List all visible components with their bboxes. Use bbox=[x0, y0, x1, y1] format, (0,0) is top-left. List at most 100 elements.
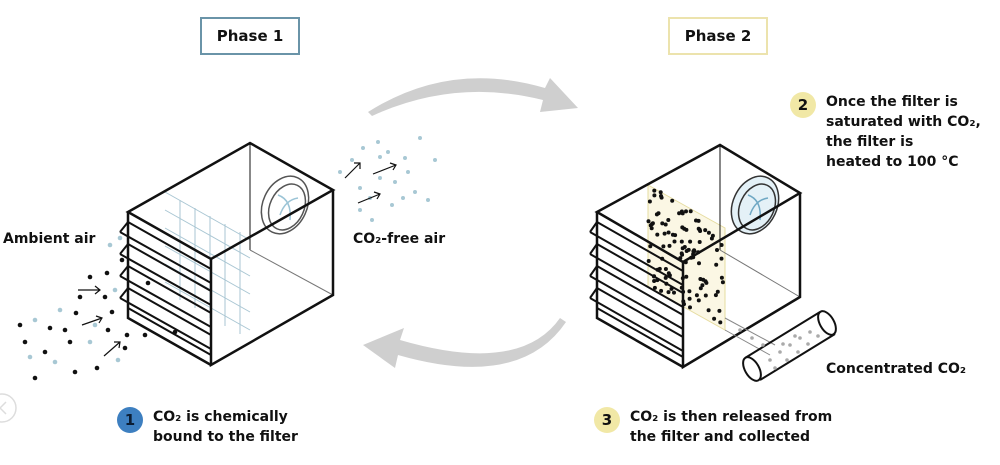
co2-dot bbox=[688, 209, 693, 214]
co2-cylinder bbox=[738, 310, 837, 382]
co2-dot bbox=[700, 283, 705, 288]
collection-pipe bbox=[724, 317, 776, 356]
phase2-title: Phase 2 bbox=[668, 17, 768, 55]
co2-dot bbox=[659, 288, 664, 293]
co2-dot bbox=[679, 239, 684, 244]
ambient-air-label: Ambient air bbox=[3, 231, 96, 247]
filter-unit-phase2 bbox=[589, 143, 837, 382]
co2-dot bbox=[682, 226, 687, 231]
co2-dot bbox=[646, 259, 651, 263]
co2-dot bbox=[679, 251, 684, 256]
co2-dot bbox=[647, 199, 652, 204]
co2-dot bbox=[648, 223, 653, 228]
co2-dot bbox=[717, 308, 722, 313]
outflow-arrows bbox=[344, 162, 397, 204]
co2-dot bbox=[719, 275, 724, 280]
inflow-arrows bbox=[78, 285, 121, 357]
co2-dot bbox=[684, 249, 689, 253]
co2-dot bbox=[648, 244, 653, 249]
co2-dot bbox=[719, 256, 724, 261]
ambient-air-particles bbox=[17, 235, 178, 381]
co2-dot bbox=[666, 271, 671, 276]
co2-dot bbox=[706, 230, 711, 235]
step-text: the filter is bbox=[826, 134, 914, 150]
co2-free-air-particles bbox=[338, 136, 437, 222]
co2-dot bbox=[662, 231, 667, 236]
co2-dot bbox=[703, 293, 708, 298]
co2-dot bbox=[694, 293, 699, 298]
co2-dot bbox=[682, 245, 687, 249]
step-3: 3 CO₂ is then released from the filter an… bbox=[594, 407, 832, 447]
fan-icon bbox=[730, 175, 780, 235]
phase1-title: Phase 1 bbox=[200, 17, 300, 55]
co2-dot bbox=[703, 228, 708, 233]
co2-dot bbox=[714, 262, 719, 267]
co2-dot bbox=[687, 296, 692, 301]
co2-dot bbox=[697, 240, 702, 244]
step-text: saturated with CO₂, bbox=[826, 114, 981, 130]
co2-dot bbox=[718, 320, 723, 325]
co2-dot bbox=[684, 274, 689, 279]
step-1: 1 CO₂ is chemically bound to the filter bbox=[117, 407, 298, 447]
co2-dot bbox=[692, 248, 697, 253]
co2-dot bbox=[672, 239, 677, 244]
co2-dot bbox=[652, 193, 657, 198]
co2-dot bbox=[670, 232, 675, 237]
co2-dot bbox=[652, 279, 657, 283]
filter-grid bbox=[164, 191, 251, 334]
co2-dot bbox=[720, 280, 725, 285]
co2-dot bbox=[655, 232, 660, 237]
co2-dot bbox=[698, 286, 703, 291]
co2-dot bbox=[663, 267, 668, 271]
co2-dot bbox=[652, 188, 657, 193]
step-text: heated to 100 °C bbox=[826, 154, 959, 170]
co2-dot bbox=[656, 211, 661, 216]
co2-dot bbox=[679, 209, 684, 214]
co2-dot bbox=[688, 239, 693, 244]
co2-dot bbox=[694, 218, 698, 223]
co2-dot bbox=[661, 244, 666, 249]
step-text: Once the filter is bbox=[826, 94, 958, 110]
co2-dot bbox=[684, 209, 688, 214]
co2-dot bbox=[698, 229, 703, 233]
step-text: the filter and collected bbox=[630, 429, 810, 445]
co2-dot bbox=[670, 198, 675, 203]
step-text: bound to the filter bbox=[153, 429, 298, 445]
co2-dot bbox=[652, 285, 657, 290]
co2-dot bbox=[706, 308, 711, 313]
filter-unit-phase1 bbox=[119, 141, 336, 368]
co2-dot bbox=[666, 230, 671, 235]
co2-dot bbox=[688, 305, 692, 310]
louvers bbox=[119, 221, 212, 356]
carousel-prev-icon[interactable] bbox=[0, 393, 17, 423]
co2-free-air-label: CO₂-free air bbox=[353, 231, 446, 247]
step-text: CO₂ is chemically bbox=[153, 409, 288, 425]
co2-dot bbox=[667, 243, 672, 248]
co2-dot bbox=[697, 261, 701, 266]
co2-dot bbox=[666, 218, 671, 222]
concentrated-co2-label: Concentrated CO₂ bbox=[826, 361, 967, 377]
co2-dot bbox=[715, 289, 720, 294]
co2-dot bbox=[658, 190, 663, 195]
co2-dot bbox=[646, 219, 651, 224]
co2-dot bbox=[719, 243, 724, 247]
co2-dot bbox=[709, 236, 714, 241]
cycle-arrow-bottom bbox=[363, 318, 566, 368]
co2-dot bbox=[687, 289, 692, 294]
co2-dot bbox=[715, 248, 719, 252]
step-badge: 1 bbox=[117, 407, 143, 433]
cycle-arrow-top bbox=[368, 78, 578, 116]
co2-dot bbox=[663, 275, 668, 280]
co2-dot bbox=[666, 290, 671, 295]
co2-dot bbox=[712, 316, 717, 321]
co2-dot bbox=[696, 298, 701, 303]
co2-dot bbox=[660, 221, 665, 226]
step-text: CO₂ is then released from bbox=[630, 409, 833, 425]
step-badge: 3 bbox=[594, 407, 620, 433]
louvers bbox=[589, 221, 684, 358]
co2-dot bbox=[659, 194, 663, 198]
co2-dot bbox=[701, 277, 706, 282]
fan-icon bbox=[260, 175, 310, 235]
